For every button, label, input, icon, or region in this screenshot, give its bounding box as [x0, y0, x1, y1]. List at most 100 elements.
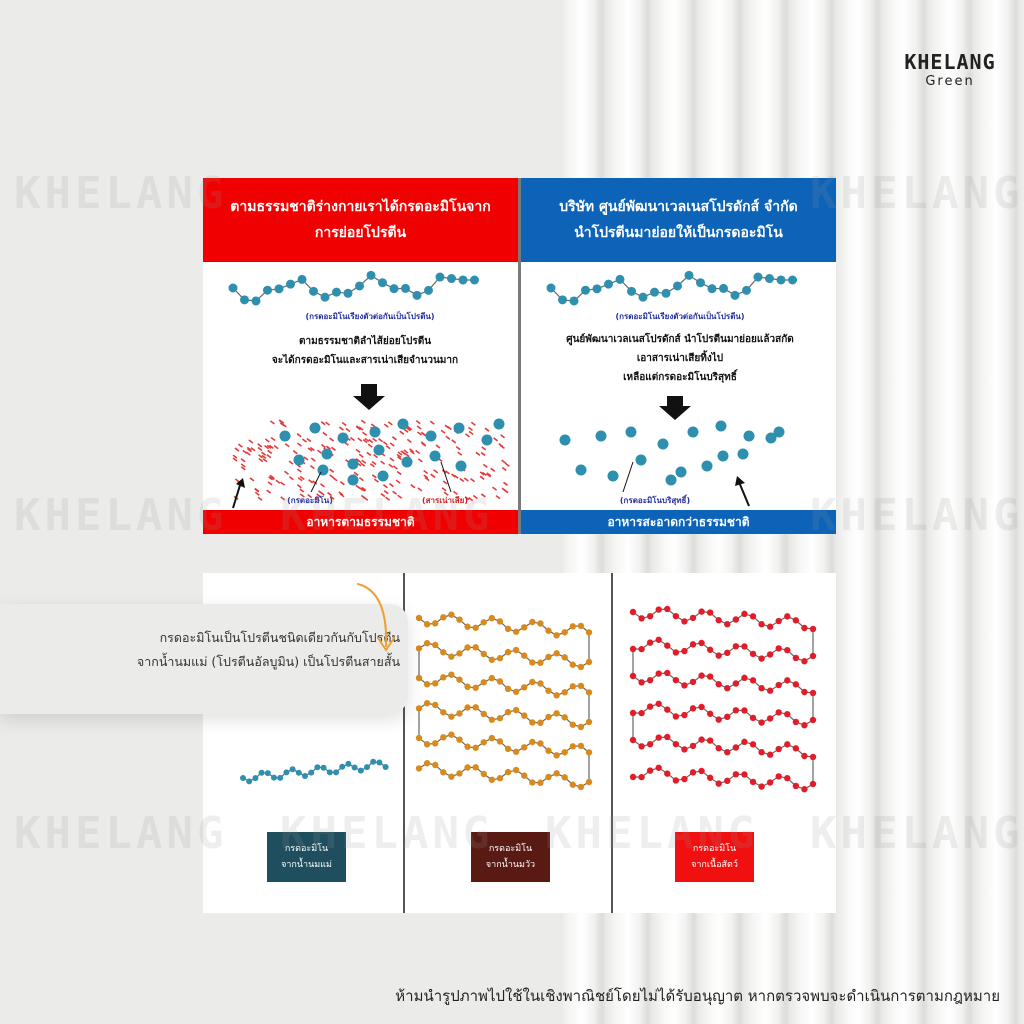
meat-bead	[646, 741, 654, 748]
waste-mark	[441, 487, 447, 492]
amino-bead	[546, 283, 556, 293]
meat-bead	[749, 677, 757, 684]
cows-milk-bead	[448, 773, 455, 780]
cows-milk-bead	[464, 644, 471, 651]
pure-amino-bead	[773, 426, 785, 438]
cows-milk-bead	[504, 768, 512, 776]
meat-bead	[689, 769, 697, 776]
waste-mark	[297, 442, 302, 447]
mothers-milk-bead	[240, 775, 246, 781]
callout-line2: จากน้ำนมแม่ (โปรตีนอัลบูมิน) เป็นโปรตีนส…	[136, 654, 400, 669]
meat-bead	[766, 623, 774, 630]
amino-bead	[293, 454, 305, 466]
meat-bead	[646, 639, 654, 646]
waste-mark	[392, 465, 398, 470]
meat-bead	[681, 775, 688, 783]
cows-milk-bead	[504, 648, 512, 656]
meat-bead	[724, 621, 731, 628]
cows-milk-bead	[504, 685, 512, 693]
cows-milk-bead	[488, 776, 496, 783]
waste-mark	[415, 449, 421, 455]
mothers-milk-bead	[246, 778, 253, 785]
amino-bead	[347, 474, 359, 486]
waste-mark	[360, 419, 366, 424]
pure-amino-bead	[675, 466, 687, 478]
cows-milk-bead	[561, 629, 568, 636]
meat-bead	[681, 711, 688, 719]
cows-milk-bead	[521, 652, 528, 659]
source-label-line2: จากเนื้อสัตว์	[691, 860, 738, 870]
amino-bead	[458, 275, 468, 285]
mothers-milk-bead	[258, 769, 265, 776]
waste-mark	[319, 483, 325, 488]
amino-bead	[274, 284, 284, 294]
meat-bead	[801, 722, 808, 729]
waste-mark	[330, 446, 336, 451]
meat-bead	[766, 651, 774, 658]
cows-milk-bead	[512, 688, 520, 695]
cows-milk-bead	[521, 772, 528, 779]
waste-mark	[392, 490, 398, 495]
waste-mark	[275, 479, 281, 484]
meat-bead	[689, 678, 697, 686]
waste-mark	[450, 473, 456, 478]
waste-mark	[502, 481, 508, 486]
meat-bead	[732, 643, 740, 650]
meat-bead	[698, 639, 705, 647]
cows-milk-bead	[545, 653, 552, 661]
amino-bead	[730, 290, 740, 300]
amino-bead	[401, 456, 413, 468]
meat-bead	[724, 649, 731, 657]
cows-milk-bead	[521, 624, 528, 631]
meat-bead	[809, 780, 817, 788]
mothers-milk-bead	[320, 764, 327, 771]
waste-mark	[368, 438, 374, 444]
cows-milk-bead	[488, 674, 496, 682]
amino-bead	[412, 290, 422, 300]
waste-mark	[482, 463, 488, 468]
cows-milk-bead	[553, 752, 560, 759]
waste-mark	[338, 426, 344, 431]
waste-mark	[349, 436, 355, 442]
waste-mark	[355, 448, 361, 454]
waste-mark	[327, 491, 333, 497]
waste-mark	[266, 489, 272, 494]
cows-milk-bead	[480, 679, 487, 686]
cows-milk-bead	[448, 671, 455, 678]
meat-bead	[758, 685, 765, 692]
meat-bead	[681, 647, 688, 655]
meat-bead	[758, 655, 765, 662]
waste-mark	[296, 433, 302, 438]
pointer-arrow-icon	[738, 481, 750, 507]
panel-divider	[518, 178, 521, 534]
amino-bead	[435, 272, 445, 282]
waste-mark	[421, 442, 427, 447]
meat-bead	[784, 710, 791, 718]
meat-bead	[749, 778, 757, 786]
waste-mark	[301, 438, 307, 443]
top-right-body-line2: เอาสารเน่าเสียทิ้งไป	[636, 353, 724, 364]
amino-bead	[251, 296, 261, 306]
waste-mark	[501, 459, 507, 464]
meat-bead	[664, 733, 671, 741]
amino-bead	[661, 288, 671, 298]
top-left-body: ตามธรรมชาติลำไส้ย่อยโปรตีน จะได้กรดอะมิโ…	[215, 332, 515, 370]
waste-mark	[319, 491, 325, 496]
meat-bead	[801, 688, 808, 696]
amino-bead	[321, 448, 333, 460]
amino-bead	[377, 470, 389, 482]
meat-bead	[655, 764, 662, 771]
callout-line1: กรดอะมิโนเป็นโปรตีนชนิดเดียวกันกับโปรตีน	[159, 630, 400, 645]
meat-bead	[784, 613, 791, 620]
cows-milk-bead	[440, 709, 447, 716]
cows-milk-bead	[415, 734, 423, 742]
meat-bead	[809, 689, 817, 697]
cows-milk-bead	[472, 684, 479, 691]
meat-bead	[809, 625, 817, 633]
cows-milk-bead	[464, 704, 471, 711]
meat-bead	[646, 703, 654, 710]
meat-bead	[706, 646, 714, 653]
cows-milk-bead	[585, 689, 593, 696]
cows-milk-bead	[545, 747, 552, 754]
waste-mark	[410, 484, 416, 489]
